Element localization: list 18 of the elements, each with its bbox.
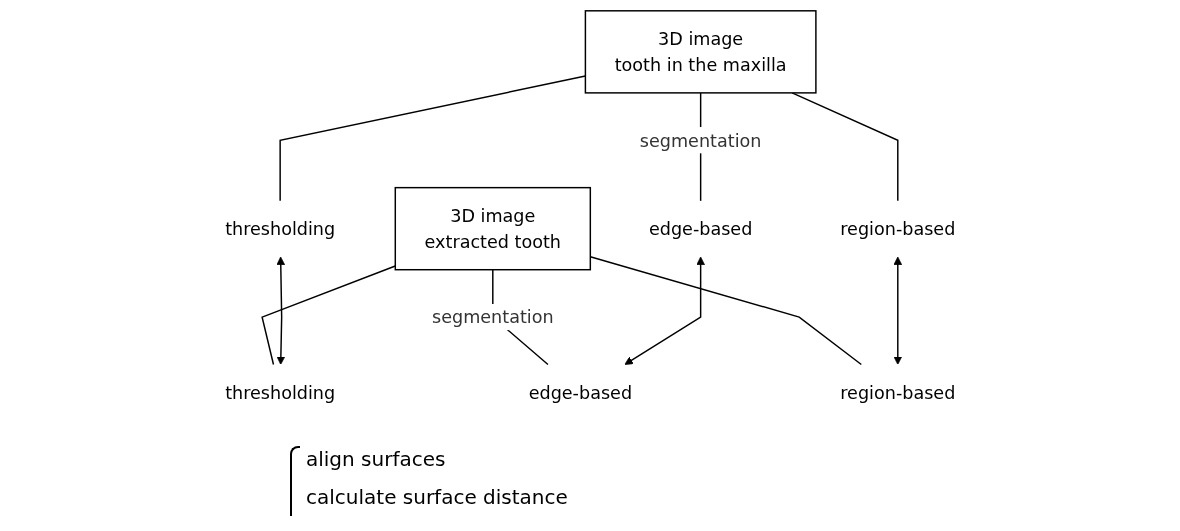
- step-note: calculate surface distance: [306, 484, 568, 511]
- node-text: thresholding: [224, 217, 335, 239]
- arrow: [276, 256, 285, 365]
- node-box: 3D image extracted tooth: [394, 186, 591, 270]
- node-text: edge-based: [528, 381, 632, 403]
- connector: [791, 91, 899, 202]
- connector: [279, 74, 586, 202]
- edge-label: segmentation: [639, 129, 762, 151]
- step-note: align surfaces: [306, 446, 447, 473]
- node-text: thresholding: [224, 381, 335, 403]
- node-text: region-based: [840, 217, 956, 239]
- connector: [261, 264, 396, 365]
- node-text: region-based: [840, 381, 956, 403]
- node-text: edge-based: [648, 217, 753, 239]
- arrow: [624, 256, 705, 365]
- edge-label: segmentation: [431, 306, 554, 327]
- arrow: [893, 256, 902, 365]
- node-box: 3D image tooth in the maxilla: [584, 9, 817, 94]
